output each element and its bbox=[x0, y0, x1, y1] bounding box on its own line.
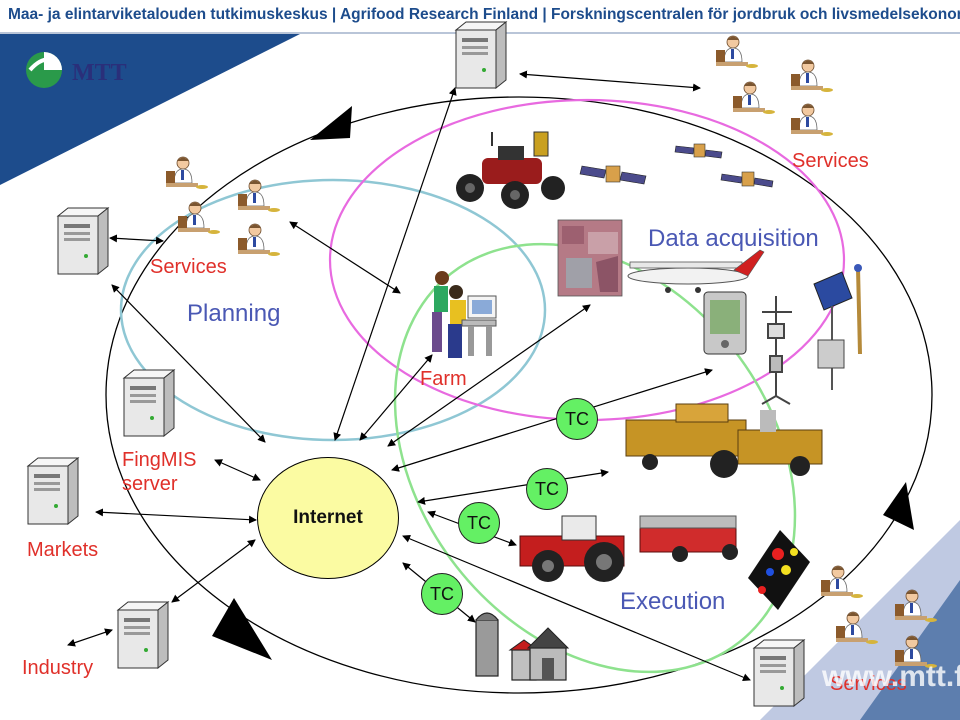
office-worker-icon bbox=[790, 103, 834, 137]
solar-sensor-icon bbox=[813, 264, 862, 390]
logo-text: MTT bbox=[72, 60, 127, 86]
farm-building-icon bbox=[475, 612, 570, 681]
airplane-icon bbox=[627, 249, 765, 293]
satellite-icon bbox=[674, 143, 723, 159]
office-worker-icon bbox=[177, 201, 221, 235]
server-icon bbox=[27, 457, 79, 525]
office-worker-icon bbox=[732, 81, 776, 115]
industry-label: Industry bbox=[22, 657, 94, 679]
office-worker-icon bbox=[790, 59, 834, 93]
office-worker-icon bbox=[715, 35, 759, 69]
atv-icon bbox=[456, 131, 565, 209]
tc-node: TC bbox=[421, 573, 463, 615]
cycle-arrow-bottom bbox=[212, 598, 272, 660]
server-icon bbox=[117, 601, 169, 669]
fingmis-server-label: FingMIS server bbox=[122, 449, 197, 495]
office-worker-icon bbox=[237, 223, 281, 257]
data-acquisition-label: Data acquisition bbox=[648, 225, 819, 252]
farm-workers-icon bbox=[432, 271, 497, 358]
cycle-arrow-right bbox=[883, 482, 914, 530]
satellite-icon bbox=[720, 171, 774, 188]
services-label-left: Services bbox=[150, 256, 227, 278]
tc-label: TC bbox=[430, 583, 454, 604]
services-label-top: Services bbox=[792, 150, 869, 172]
weather-station-icon bbox=[761, 296, 792, 405]
server-icon bbox=[455, 21, 507, 89]
markets-label: Markets bbox=[27, 539, 99, 561]
services-label-bottom: Services bbox=[830, 673, 907, 695]
tc-node: TC bbox=[526, 468, 568, 510]
office-worker-icon bbox=[165, 156, 209, 190]
tc-node: TC bbox=[458, 502, 500, 544]
aerial-photo-icon bbox=[557, 219, 623, 297]
server-icon bbox=[123, 369, 175, 437]
mtt-logo-icon bbox=[26, 52, 62, 88]
connection-arrows bbox=[67, 70, 751, 682]
watermark-url: www.mtt.fi bbox=[822, 660, 960, 693]
tractor-icon bbox=[519, 515, 738, 582]
office-worker-icon bbox=[820, 565, 864, 599]
pda-icon bbox=[703, 291, 747, 355]
combine-harvester-icon bbox=[625, 403, 823, 478]
header-title: Maa- ja elintarviketalouden tutkimuskesk… bbox=[8, 6, 960, 23]
tc-label: TC bbox=[535, 478, 559, 499]
outer-cycle-ellipse bbox=[105, 96, 933, 694]
tc-label: TC bbox=[467, 512, 491, 533]
satellite-icon bbox=[579, 165, 647, 185]
internet-node: Internet bbox=[257, 457, 399, 579]
farm-label: Farm bbox=[420, 368, 467, 390]
server-icon bbox=[753, 639, 805, 707]
server-icon bbox=[57, 207, 109, 275]
field-map-icon bbox=[748, 530, 810, 610]
internet-label: Internet bbox=[293, 507, 363, 528]
corner-band-top bbox=[0, 34, 300, 185]
tc-label: TC bbox=[565, 408, 589, 429]
planning-label: Planning bbox=[187, 300, 281, 327]
tc-node: TC bbox=[556, 398, 598, 440]
execution-label: Execution bbox=[620, 588, 726, 615]
